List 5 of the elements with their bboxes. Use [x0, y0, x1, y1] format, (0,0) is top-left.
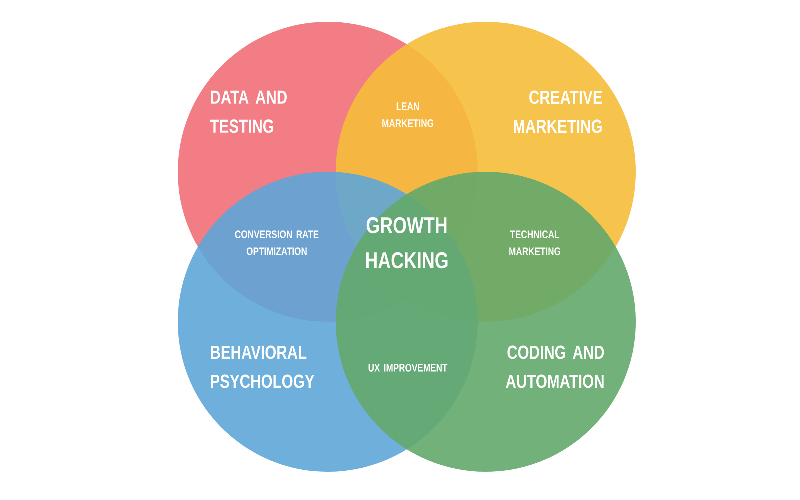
- overlap-label: UX IMPROVEMENT: [368, 364, 448, 372]
- center-label: GROWTH HACKING: [366, 217, 448, 269]
- overlap-label: TECHNICAL MARKETING: [510, 230, 560, 256]
- overlap-label: CONVERSION RATE OPTIMIZATION: [235, 230, 319, 256]
- overlap-label: LEAN MARKETING: [382, 102, 434, 128]
